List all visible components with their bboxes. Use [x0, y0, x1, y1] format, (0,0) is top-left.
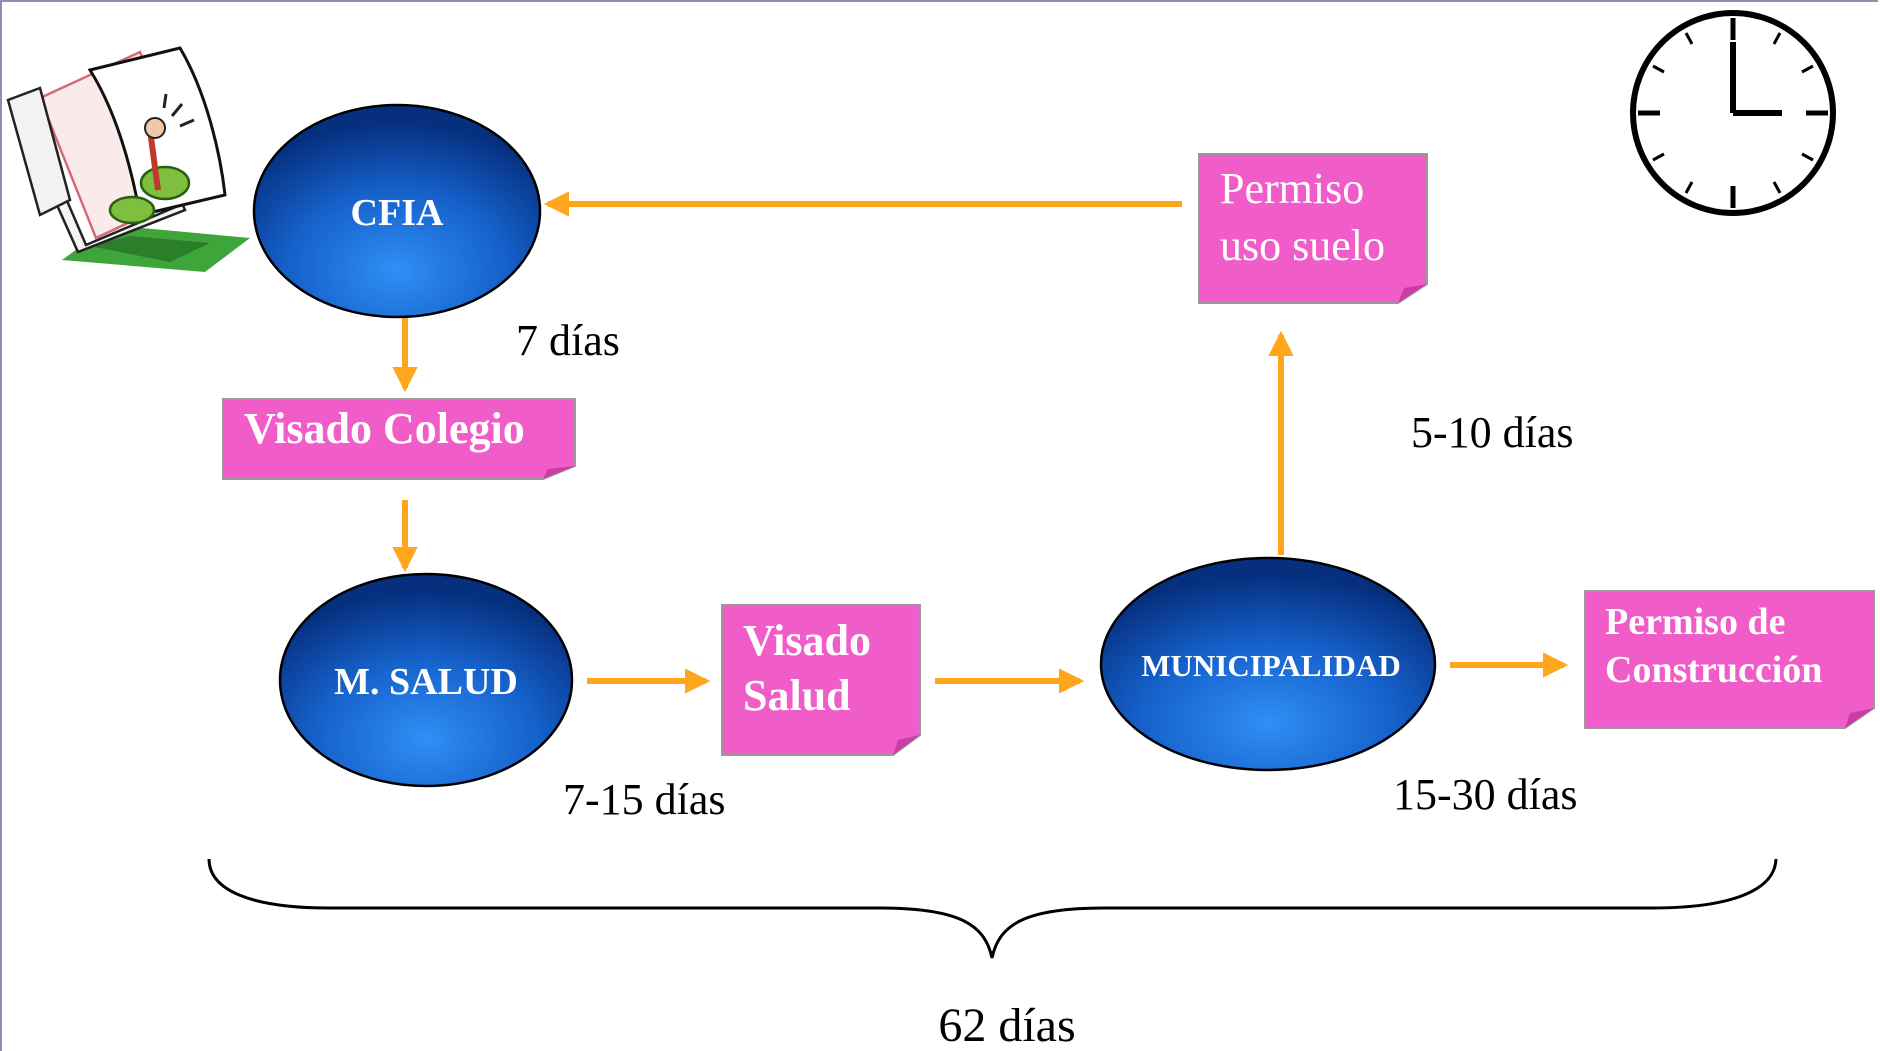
- node-m-salud: M. SALUD: [278, 572, 574, 788]
- duration-municipalidad: 15-30 días: [1393, 770, 1578, 819]
- stressed-worker-papers-icon: [6, 46, 250, 272]
- node-municipalidad-label: MUNICIPALIDAD: [1141, 648, 1400, 683]
- duration-total: 62 días: [938, 999, 1075, 1051]
- note-visado-colegio-label: Visado Colegio: [244, 404, 525, 453]
- node-cfia-label: CFIA: [351, 192, 444, 234]
- note-visado-salud: Visado Salud: [721, 604, 921, 756]
- note-visado-colegio: Visado Colegio: [222, 398, 576, 480]
- node-cfia: CFIA: [252, 103, 542, 319]
- total-brace: [207, 858, 1778, 959]
- note-visado-salud-line1: Visado: [743, 616, 871, 665]
- note-permiso-construccion-line1: Permiso de: [1605, 601, 1785, 643]
- note-permiso-uso-line2: uso suelo: [1220, 221, 1385, 270]
- note-permiso-uso-suelo: Permiso uso suelo: [1198, 153, 1428, 304]
- note-permiso-construccion-line2: Construcción: [1605, 649, 1822, 691]
- note-permiso-construccion: Permiso de Construcción: [1584, 590, 1875, 729]
- note-visado-salud-line2: Salud: [743, 671, 851, 720]
- node-municipalidad: MUNICIPALIDAD: [1099, 556, 1437, 772]
- node-m-salud-label: M. SALUD: [334, 661, 518, 703]
- duration-uso-suelo: 5-10 días: [1411, 408, 1574, 457]
- duration-cfia: 7 días: [516, 316, 620, 365]
- note-permiso-uso-line1: Permiso: [1220, 164, 1364, 213]
- duration-salud: 7-15 días: [563, 775, 726, 824]
- clock-icon: [1630, 10, 1836, 216]
